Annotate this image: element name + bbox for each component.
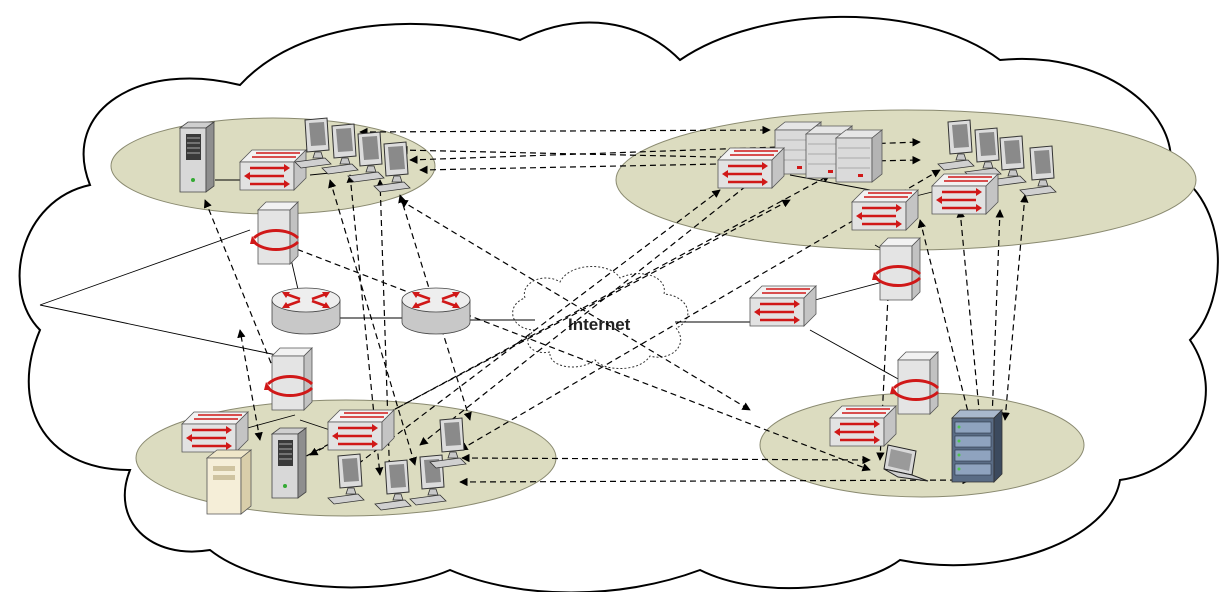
switch-icon bbox=[930, 172, 1000, 216]
switch-icon bbox=[716, 146, 786, 190]
server-icon bbox=[179, 121, 215, 193]
switch-icon bbox=[828, 404, 898, 448]
switch-icon bbox=[326, 408, 396, 452]
switch-icon bbox=[748, 284, 818, 328]
server-icon bbox=[271, 427, 307, 499]
storage-array-icon bbox=[951, 409, 1003, 483]
switch-icon bbox=[180, 410, 250, 454]
internet-label: Internet bbox=[568, 315, 631, 334]
router-icon bbox=[400, 286, 472, 336]
desktop-pc-icon bbox=[206, 449, 252, 515]
switch-icon bbox=[238, 148, 308, 192]
server-icon bbox=[835, 129, 883, 183]
router-icon bbox=[270, 286, 342, 336]
switch-icon bbox=[850, 188, 920, 232]
